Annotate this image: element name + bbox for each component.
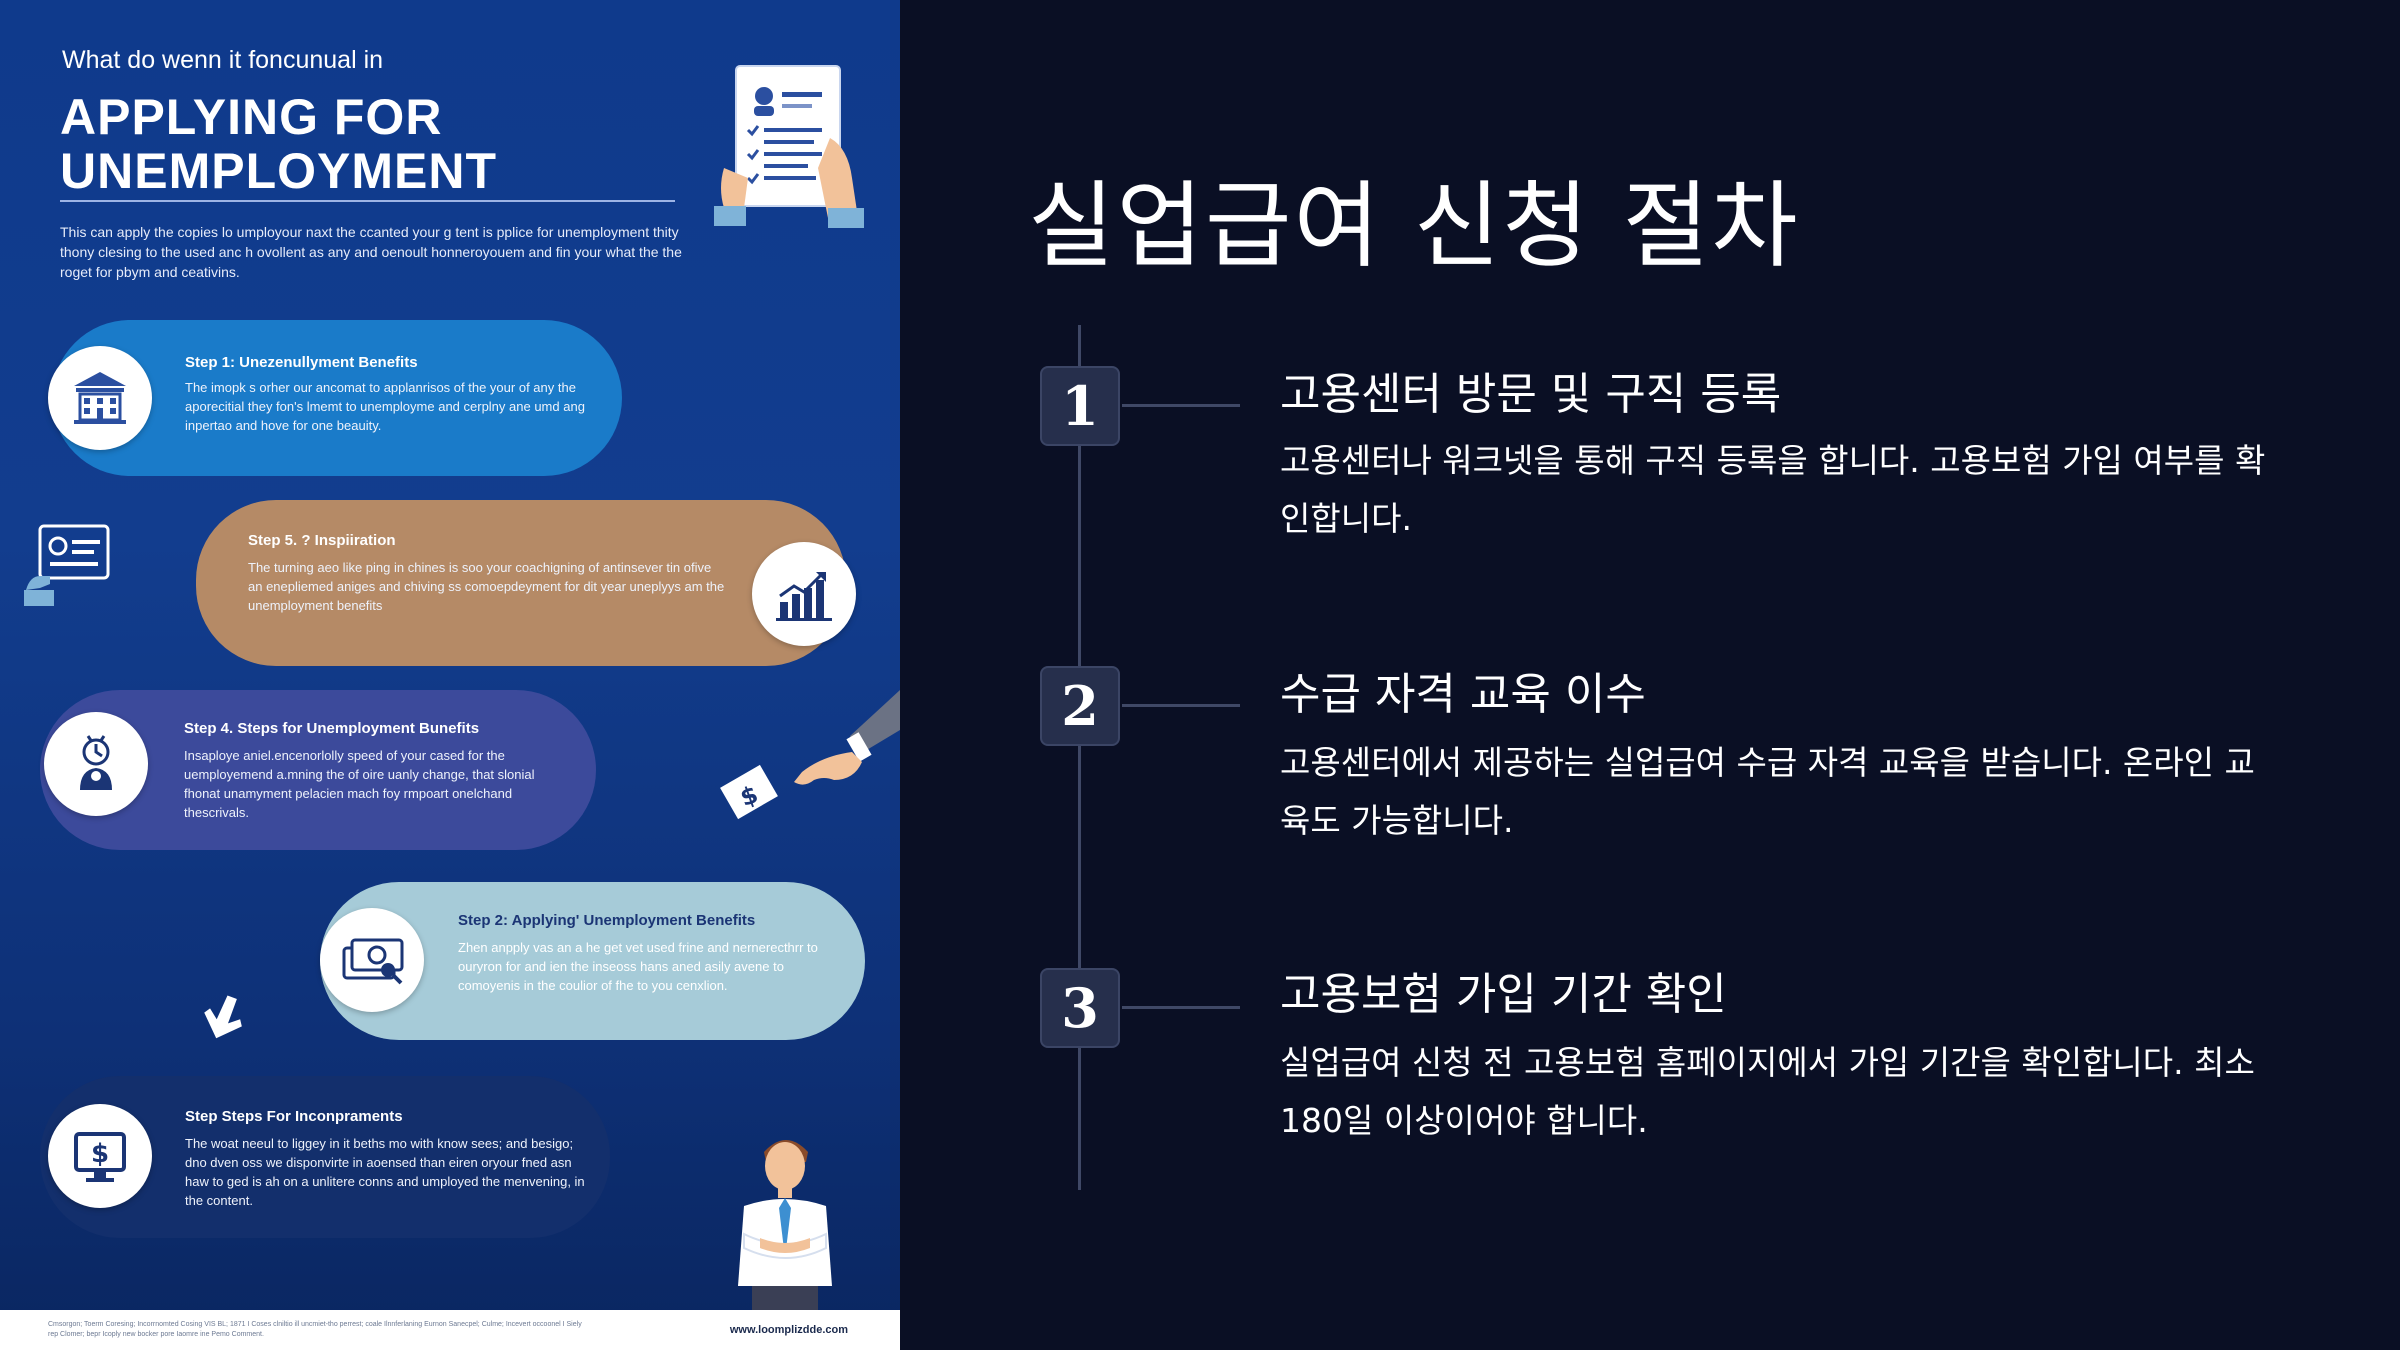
infographic-title: APPLYING FOR UNEMPLOYMENT [60,90,497,198]
timeline-line [1078,325,1081,1190]
step-connector [1122,404,1240,407]
dollar-monitor-icon: $ [48,1104,152,1208]
step-heading: 수급 자격 교육 이수 [1280,669,1646,720]
bank-icon [48,346,152,450]
slide-content: 실업급여 신청 절차 1 고용센터 방문 및 구직 등록 고용센터나 워크넷을 … [900,0,2400,1350]
step-description: 고용센터나 워크넷을 통해 구직 등록을 합니다. 고용보험 가입 여부를 확인… [1280,441,2266,538]
step-connector [1122,1006,1240,1009]
worker-icon [44,712,148,816]
infographic-footer: Cmsorgon; Toerm Coresing; Incorrnomted C… [0,1310,900,1350]
id-card-icon [24,524,110,606]
infographic-kicker: What do wenn it foncunual in [62,46,384,74]
step-description: 실업급여 신청 전 고용보험 홈페이지에서 가입 기간을 확인합니다. 최소 1… [1280,1043,2255,1140]
hand-money-icon: $ [720,690,900,820]
step-card-title: Step 1: Unezenullyment Benefits [185,354,418,371]
step-card-body: The imopk s orher our ancomat to applanr… [185,380,585,433]
infographic-image: What do wenn it foncunual in APPLYING FO… [0,0,900,1350]
step-connector [1122,704,1240,707]
step-card-title: Step Steps For Inconpraments [185,1108,403,1125]
step-card-body: The turning aeo like ping in chines is s… [248,560,725,613]
step-number-badge: 3 [1040,968,1120,1048]
slide-title: 실업급여 신청 절차 [1028,172,1800,281]
step-number-badge: 1 [1040,366,1120,446]
money-icon [320,908,424,1012]
arrow-down-icon [204,995,242,1039]
step-card-body: Zhen anpply vas an a he get vet used fri… [458,940,818,993]
step-card-title: Step 5. ? Inspiiration [248,532,396,549]
step-card-title: Step 2: Applying' Unemployment Benefits [458,912,756,929]
step-heading: 고용보험 가입 기간 확인 [1280,969,1727,1020]
businessman-illustration [738,1140,832,1310]
infographic-intro: This can apply the copies lo umployour n… [60,224,682,280]
step-card-title: Step 4. Steps for Unemployment Bunefits [184,720,480,737]
step-card-body: Insaploye aniel.encenorlolly speed of yo… [184,748,535,820]
step-heading: 고용센터 방문 및 구직 등록 [1280,369,1782,420]
step-description: 고용센터에서 제공하는 실업급여 수급 자격 교육을 받습니다. 온라인 교육도… [1280,743,2255,840]
clipboard-document-icon [714,65,864,228]
footer-fineprint: Cmsorgon; Toerm Coresing; Incorrnomted C… [48,1321,582,1338]
footer-url: www.loomplizdde.com [729,1324,848,1336]
infographic-title-line2: UNEMPLOYMENT [60,143,497,199]
step-card: Step 5. ? Inspiiration The turning aeo l… [196,500,846,666]
chart-icon [752,542,856,646]
step-card-body: The woat neeul to liggey in it beths mo … [185,1136,585,1208]
title-divider [60,200,675,202]
step-number-badge: 2 [1040,666,1120,746]
svg-text:$: $ [91,1139,109,1169]
infographic-title-line1: APPLYING FOR [60,89,443,145]
